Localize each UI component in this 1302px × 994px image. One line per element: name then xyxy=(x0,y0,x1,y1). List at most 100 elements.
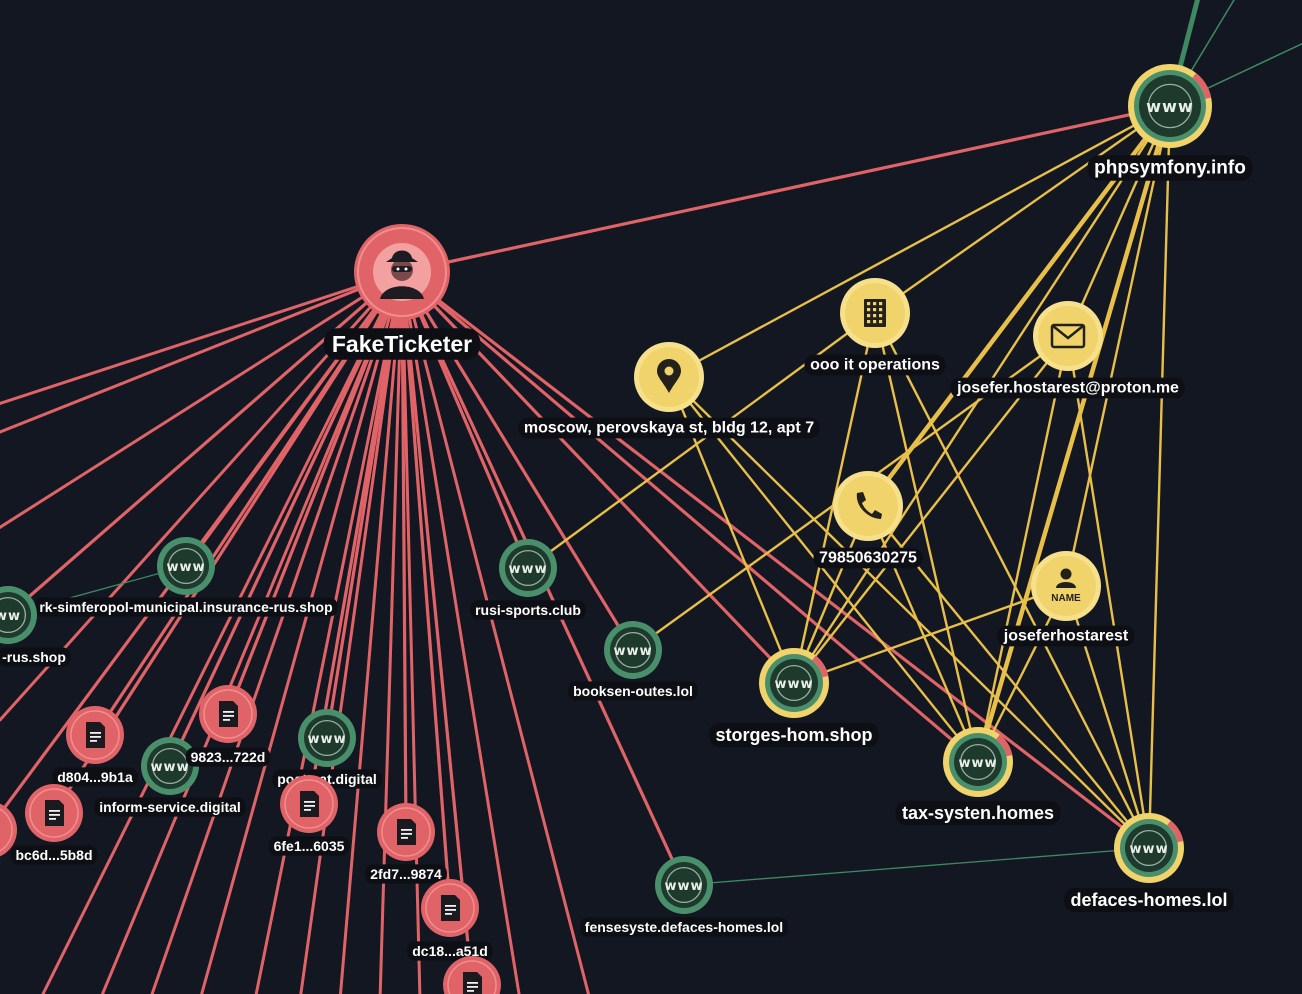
node-label: moscow, perovskaya st, bldg 12, apt 7 xyxy=(518,417,820,439)
www-icon-text: www xyxy=(958,756,997,771)
node-label-text: FakeTicketer xyxy=(332,331,472,357)
node-label-text: rk-simferopol-municipal.insurance-rus.sh… xyxy=(39,599,332,615)
edge-email-tax xyxy=(976,334,1070,764)
node-label-bg xyxy=(804,354,946,376)
phone-icon xyxy=(856,492,882,519)
node-label: FakeTicketer xyxy=(323,328,481,360)
node-risk-arc xyxy=(812,655,829,678)
building-window xyxy=(879,320,883,324)
document-icon xyxy=(463,972,482,994)
node-label-text: josefer.hostarest@proton.me xyxy=(956,380,1179,397)
node-label: fensesyste.defaces-homes.lol xyxy=(579,917,789,937)
www-icon-text: www xyxy=(150,760,189,775)
node-email[interactable]: josefer.hostarest@proton.me xyxy=(950,301,1185,399)
node-risk-arc xyxy=(1167,820,1184,843)
document-line xyxy=(49,810,60,812)
document-shape xyxy=(441,895,460,921)
edge-offscreen-6 xyxy=(150,270,404,994)
document-line xyxy=(49,818,56,820)
edge-faketicketer-defaces xyxy=(400,270,1151,850)
node-label-bg xyxy=(1087,155,1253,181)
node-inner xyxy=(505,545,551,591)
edge-offscreen-0 xyxy=(0,270,404,406)
node-fbottom[interactable] xyxy=(443,956,501,994)
node-label-text: ooo it operations xyxy=(810,357,940,374)
node-label-bg xyxy=(709,722,879,748)
www-globe-icon: www xyxy=(1146,83,1193,129)
node-ring xyxy=(29,788,79,838)
node-rk[interactable]: wwwrk-simferopol-municipal.insurance-rus… xyxy=(34,537,338,617)
document-line xyxy=(223,711,234,713)
globe-ring xyxy=(775,664,813,702)
www-globe-icon: www xyxy=(1129,829,1168,867)
node-label: storges-hom.shop xyxy=(709,722,879,748)
phone-shape xyxy=(856,492,882,519)
node-label: dc18...a51d xyxy=(407,941,493,961)
edge-phpsymfony-tax xyxy=(975,103,1173,765)
node-russhop[interactable]: ww-rus.shop xyxy=(0,586,71,667)
node-fensesyste[interactable]: www fensesyste.defaces-homes.lol xyxy=(579,856,789,937)
node-label: ooo it operations xyxy=(804,354,946,376)
document-line xyxy=(445,913,452,915)
edge-faketicketer-fbottom xyxy=(400,270,474,987)
node-label-bg xyxy=(997,625,1135,647)
node-faketicketer[interactable]: FakeTicketer xyxy=(323,224,481,360)
building-window xyxy=(867,308,871,312)
document-line xyxy=(304,809,311,811)
edge-offscreen-4 xyxy=(41,270,404,994)
node-f9823[interactable]: 9823...722d xyxy=(185,685,271,767)
edge-offscreen-1 xyxy=(0,270,404,434)
edge-phpsymfony-moscow xyxy=(667,104,1172,379)
node-label-text: defaces-homes.lol xyxy=(1070,890,1227,910)
node-defaces[interactable]: www defaces-homes.lol xyxy=(1064,813,1234,913)
document-line xyxy=(223,719,230,721)
building-window xyxy=(867,320,871,324)
node-ooo[interactable]: ooo it operations xyxy=(804,278,946,376)
node-inner xyxy=(838,476,898,536)
www-globe-icon: ww xyxy=(0,596,27,634)
edge-email-defaces xyxy=(1066,334,1151,850)
www-icon-text: ww xyxy=(0,609,21,624)
www-globe-icon: www xyxy=(664,866,703,904)
node-label: d804...9b1a xyxy=(52,767,138,787)
person-body xyxy=(1056,582,1076,588)
document-line xyxy=(467,990,474,992)
node-ring xyxy=(357,227,447,317)
www-globe-icon: www xyxy=(508,549,547,587)
node-fdc18[interactable]: dc18...a51d xyxy=(407,879,493,961)
globe-ring xyxy=(167,547,205,585)
node-f92[interactable]: 92 xyxy=(0,801,17,883)
node-ring xyxy=(381,807,431,857)
node-label: josefer.hostarest@proton.me xyxy=(950,377,1185,399)
document-icon xyxy=(219,701,238,727)
avatar-shoulders xyxy=(380,286,424,299)
node-fd804[interactable]: d804...9b1a xyxy=(52,706,138,787)
node-label: bc6d...5b8d xyxy=(10,845,98,865)
edge-offscreen-5 xyxy=(100,270,404,994)
node-phone[interactable]: 79850630275 xyxy=(813,471,923,569)
edge-phpsymfony-ooo xyxy=(873,104,1172,315)
building-window xyxy=(879,308,883,312)
node-f2fd7[interactable]: 2fd7...9874 xyxy=(365,803,447,884)
node-label: 2fd7...9874 xyxy=(365,864,447,884)
node-risk-arc xyxy=(996,734,1013,757)
node-fbc6d[interactable]: bc6d...5b8d xyxy=(10,784,98,865)
document-line xyxy=(304,805,315,807)
node-f6fe1[interactable]: 6fe1...6035 xyxy=(268,775,350,856)
node-label: 9823...722d xyxy=(185,747,271,767)
edge-offscreen-7 xyxy=(200,270,404,994)
avatar-eye xyxy=(396,267,400,271)
node-moscow[interactable]: moscow, perovskaya st, bldg 12, apt 7 xyxy=(518,342,820,439)
hacker-avatar-icon xyxy=(373,243,431,301)
edge-moscow-defaces xyxy=(667,375,1151,850)
node-label: booksen-outes.lol xyxy=(568,681,698,701)
document-line xyxy=(467,986,478,988)
